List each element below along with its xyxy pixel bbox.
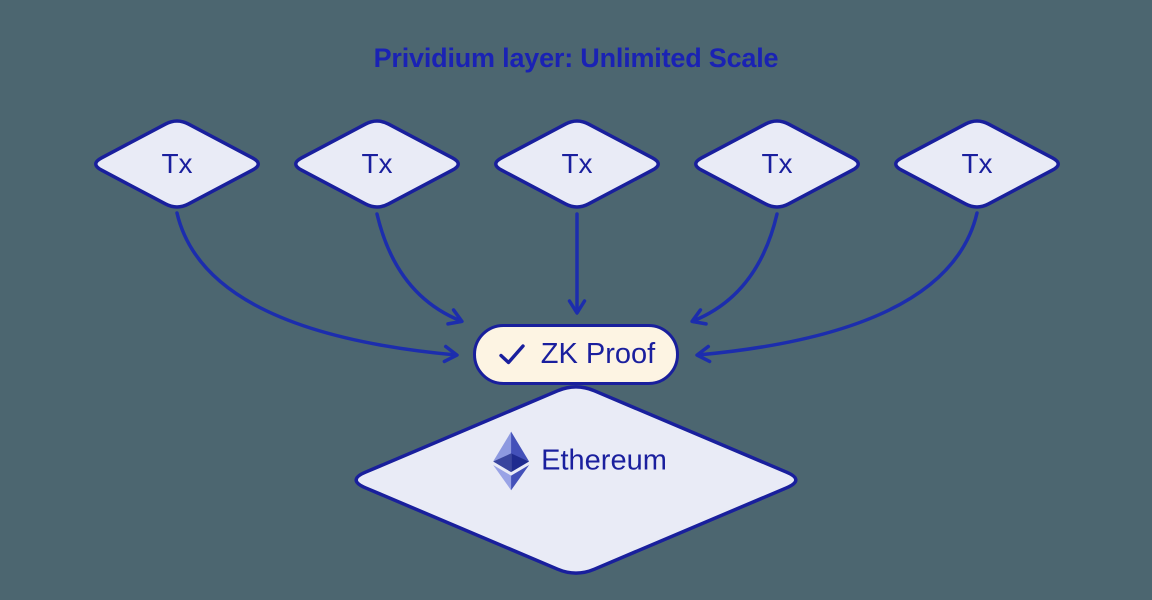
arrow-tx5-to-zkproof (695, 211, 979, 364)
tx-node-label: Tx (961, 148, 993, 179)
arrow-tx2-to-zkproof (375, 212, 464, 326)
arrow-tx1-to-zkproof (175, 211, 459, 364)
tx-node-shape-2 (294, 119, 460, 209)
ethereum-logo-icon (493, 431, 530, 491)
tx-node-shape-4 (694, 119, 860, 209)
zk-proof-pill: ZK Proof (473, 324, 679, 385)
tx-node-shape-3 (494, 119, 660, 209)
tx-node-label: Tx (561, 148, 593, 179)
check-icon (499, 344, 525, 365)
arrow-tx4-to-zkproof (690, 212, 779, 326)
ethereum-node-content: Ethereum (493, 431, 667, 491)
ethereum-label: Ethereum (541, 444, 667, 477)
tx-node-label: Tx (361, 148, 393, 179)
tx-node-shape-1 (94, 119, 260, 209)
tx-node-label: Tx (161, 148, 193, 179)
tx-node-shape-5 (894, 119, 1060, 209)
diagram-title: Prividium layer: Unlimited Scale (373, 43, 779, 73)
zk-proof-label: ZK Proof (540, 338, 656, 370)
tx-node-label: Tx (761, 148, 793, 179)
ethereum-node-shape (354, 385, 798, 575)
